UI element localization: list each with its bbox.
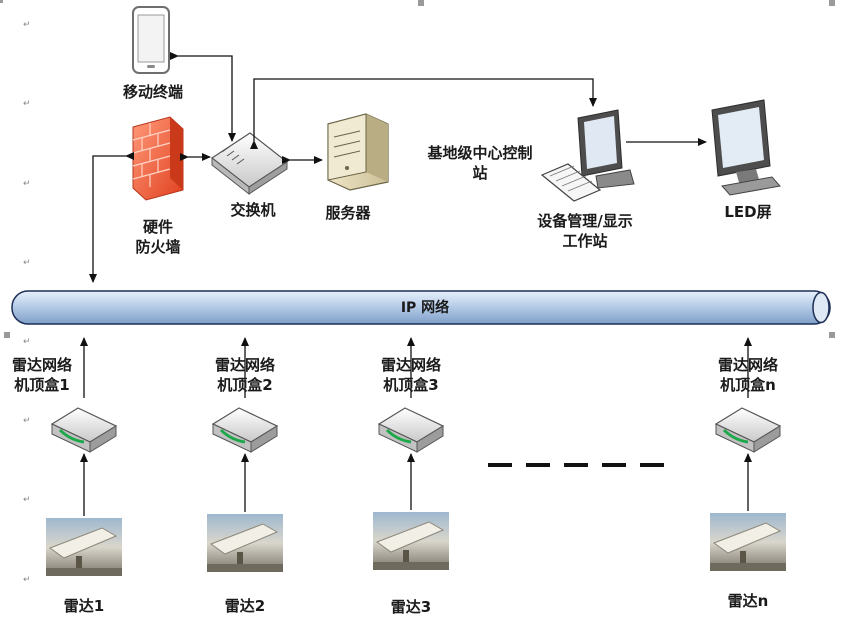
radar-column-1 (46, 337, 122, 576)
radar-column-4 (710, 337, 786, 571)
selection-handle (829, 0, 835, 6)
radar-photo (207, 514, 283, 572)
set-top-box-icon (211, 407, 279, 453)
selection-handle (0, 0, 3, 3)
control-station-label-line1: 基地级中心控制 (427, 144, 533, 162)
led-screen-icon (711, 99, 781, 196)
set-top-box-label-line2: 机顶盒n (720, 376, 776, 394)
set-top-box-label-line2: 机顶盒2 (217, 376, 273, 394)
set-top-box-label-line1: 雷达网络 (214, 356, 275, 374)
radar-label: 雷达n (727, 592, 769, 610)
paragraph-mark: ↵ (23, 99, 31, 109)
set-top-box-label-line2: 机顶盒1 (14, 376, 70, 394)
set-top-box-label-line1: 雷达网络 (11, 356, 72, 374)
selection-handle (4, 332, 10, 338)
radar-label: 雷达1 (63, 597, 105, 615)
radar-label: 雷达3 (390, 598, 432, 616)
firewall-label-line2: 防火墙 (135, 238, 181, 256)
workstation-label-line1: 设备管理/显示 (537, 212, 633, 230)
radar-column-3 (373, 337, 449, 570)
ip-network-pipe (11, 290, 831, 325)
set-top-box-label: 雷达网络机顶盒3 (371, 355, 451, 395)
connector-lines (89, 52, 707, 283)
set-top-box-label-line1: 雷达网络 (717, 356, 778, 374)
mobile-phone-icon (132, 6, 170, 74)
paragraph-mark: ↵ (23, 575, 31, 585)
mobile-terminal-label: 移动终端 (122, 83, 183, 101)
set-top-box-label: 雷达网络机顶盒1 (2, 355, 82, 395)
set-top-box-label: 雷达网络机顶盒2 (205, 355, 285, 395)
paragraph-mark: ↵ (23, 337, 31, 347)
paragraph-mark: ↵ (23, 179, 31, 189)
switch-label: 交换机 (230, 201, 276, 219)
workstation-label: 设备管理/显示 工作站 (520, 211, 650, 251)
radar-column-2 (207, 337, 283, 572)
switch-icon (210, 132, 289, 196)
radar-photo (373, 512, 449, 570)
radar-photo (710, 513, 786, 571)
led-screen-label: LED屏 (724, 203, 772, 221)
radar-photo (46, 518, 122, 576)
selection-handle (418, 0, 424, 6)
control-station-label-line2: 站 (472, 164, 488, 182)
paragraph-mark: ↵ (23, 416, 31, 426)
set-top-box-label-line2: 机顶盒3 (383, 376, 439, 394)
set-top-box-label: 雷达网络机顶盒n (708, 355, 788, 395)
set-top-box-icon (377, 407, 445, 453)
paragraph-mark: ↵ (23, 258, 31, 268)
paragraph-mark: ↵ (23, 495, 31, 505)
set-top-box-icon (714, 407, 782, 453)
firewall-label-line1: 硬件 (142, 218, 173, 236)
workstation-label-line2: 工作站 (562, 232, 608, 250)
paragraph-mark: ↵ (23, 20, 31, 30)
firewall-label: 硬件 防火墙 (118, 217, 198, 257)
set-top-box-icon (50, 407, 118, 453)
selection-handle (829, 332, 835, 338)
workstation-icon (540, 109, 635, 202)
set-top-box-label-line1: 雷达网络 (380, 356, 441, 374)
ip-network-label: IP 网络 (400, 300, 450, 316)
server-icon (327, 113, 389, 191)
control-station-label: 基地级中心控制 站 (410, 143, 550, 183)
server-label: 服务器 (325, 204, 371, 222)
firewall-icon (132, 116, 184, 201)
radar-label: 雷达2 (224, 597, 266, 615)
